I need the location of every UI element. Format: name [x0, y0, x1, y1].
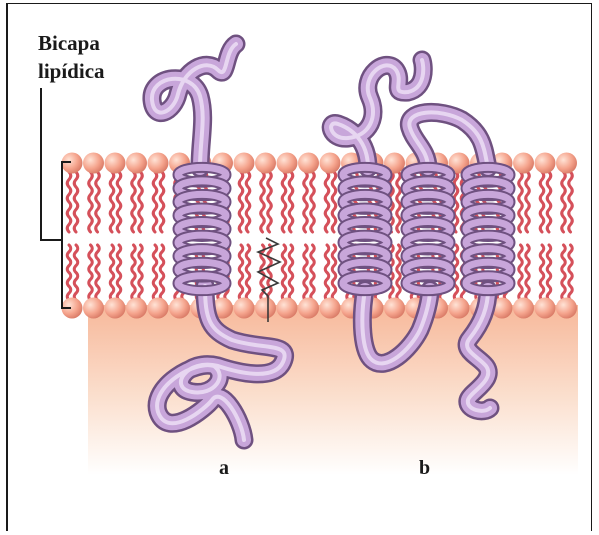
- lipid-tail: [397, 172, 401, 232]
- protein-a-label: a: [219, 457, 229, 480]
- lipid-tail: [117, 172, 121, 232]
- lipid-tail: [139, 172, 143, 232]
- lipid-head: [126, 298, 147, 319]
- lipid-tail: [246, 172, 250, 232]
- lipid-tail: [547, 172, 551, 232]
- lipid-head: [255, 153, 276, 174]
- lipid-head: [535, 153, 556, 174]
- lipid-tail: [74, 172, 78, 232]
- lipid-head: [126, 153, 147, 174]
- lipid-tail: [67, 245, 71, 300]
- lipid-tail: [96, 172, 100, 232]
- lipid-tail: [268, 172, 272, 232]
- lipid-head: [105, 153, 126, 174]
- lipid-tail: [519, 245, 523, 300]
- lipid-tail: [132, 245, 136, 300]
- lipid-tail: [89, 245, 93, 300]
- lipid-head: [277, 153, 298, 174]
- lipid-tail: [562, 245, 566, 300]
- lipid-tail: [160, 245, 164, 300]
- lipid-tail: [569, 172, 573, 232]
- lipid-tail: [526, 172, 530, 232]
- lipid-tail: [304, 245, 308, 300]
- lipid-tail: [132, 172, 136, 232]
- lipid-head: [169, 298, 190, 319]
- lipid-tail: [67, 172, 71, 232]
- protein-b-label: b: [419, 457, 430, 480]
- lipid-tail: [282, 245, 286, 300]
- lipid-tail: [289, 245, 293, 300]
- lipid-tail: [304, 172, 308, 232]
- lipid-tail: [153, 172, 157, 232]
- lipid-tail: [89, 172, 93, 232]
- lipid-tail: [526, 245, 530, 300]
- lipid-head: [298, 298, 319, 319]
- lipid-tail: [311, 172, 315, 232]
- lipid-head: [83, 298, 104, 319]
- lipid-head: [255, 298, 276, 319]
- lipid-head: [105, 298, 126, 319]
- lipid-tail: [519, 172, 523, 232]
- lipid-head: [320, 153, 341, 174]
- lipid-head: [535, 298, 556, 319]
- lipid-head: [148, 153, 169, 174]
- lipid-head: [83, 153, 104, 174]
- lipid-head: [556, 153, 577, 174]
- lipid-tail: [569, 245, 573, 300]
- lipid-tail: [325, 172, 329, 232]
- lipid-head: [556, 298, 577, 319]
- bilayer-label-line2: lipídica: [38, 58, 105, 84]
- lipid-head: [234, 298, 255, 319]
- lipid-tail: [547, 245, 551, 300]
- lipid-tail: [289, 172, 293, 232]
- lipid-tail: [268, 245, 272, 300]
- lipid-tail: [261, 172, 265, 232]
- bilayer-label-line1: Bicapa: [38, 30, 100, 56]
- lipid-head: [513, 298, 534, 319]
- lipid-tail: [540, 172, 544, 232]
- lipid-tail: [325, 245, 329, 300]
- lipid-tail: [397, 245, 401, 300]
- lipid-head: [277, 298, 298, 319]
- lipid-tail: [332, 245, 336, 300]
- lipid-tail: [74, 245, 78, 300]
- lipid-head: [234, 153, 255, 174]
- lipid-tail: [332, 172, 336, 232]
- lipid-head: [384, 298, 405, 319]
- protein-b-helix-2: [406, 167, 450, 290]
- lipid-tail: [562, 172, 566, 232]
- lipid-head: [320, 298, 341, 319]
- lipid-head: [148, 298, 169, 319]
- lipid-tail: [110, 245, 114, 300]
- lipid-tail: [282, 172, 286, 232]
- protein-a-top-loop: [152, 44, 236, 168]
- lipid-tail: [540, 245, 544, 300]
- lipid-tail: [117, 245, 121, 300]
- lipid-head: [449, 298, 470, 319]
- protein-b-helix-3: [466, 167, 510, 290]
- lipid-head: [298, 153, 319, 174]
- lipid-tail: [160, 172, 164, 232]
- lipid-tail: [239, 245, 243, 300]
- lipid-tail: [96, 245, 100, 300]
- protein-b-helix-1: [343, 167, 387, 290]
- lipid-tail: [153, 245, 157, 300]
- lipid-tail: [110, 172, 114, 232]
- lipid-tail: [246, 245, 250, 300]
- lipid-tail: [311, 245, 315, 300]
- lipid-tail: [239, 172, 243, 232]
- lipid-head: [513, 153, 534, 174]
- lipid-tail: [139, 245, 143, 300]
